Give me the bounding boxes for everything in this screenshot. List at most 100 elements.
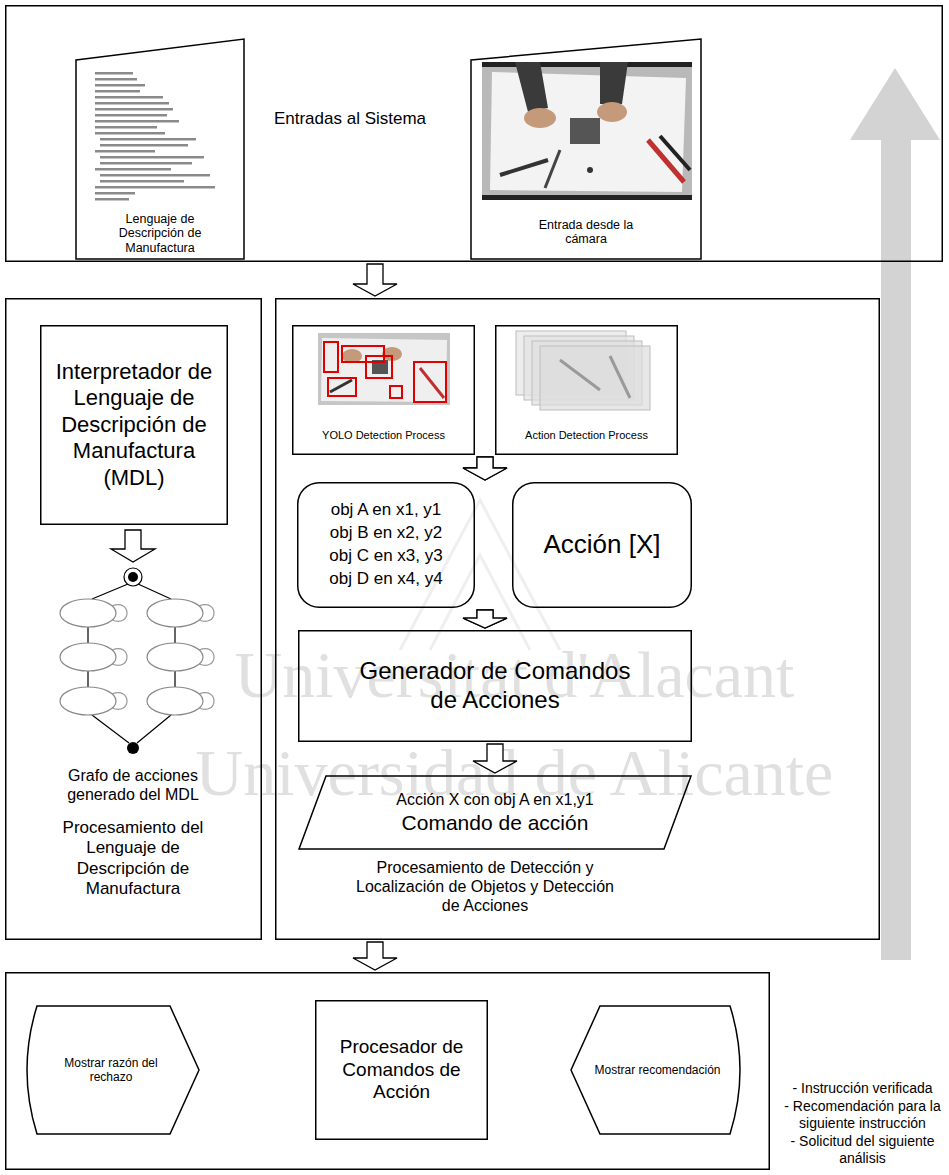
text-slot: Lenguaje de Descripción de Manufactura — [97, 212, 223, 255]
node-text: Procesamiento de Detección y Localizació… — [350, 858, 620, 916]
action-process-box: Action Detection Process — [495, 325, 678, 455]
camera-photo-part — [482, 62, 692, 67]
outline-path — [571, 1006, 740, 1134]
node-text: Entrada desde la cámara — [526, 218, 646, 247]
text-slot: Action Detection Process — [495, 429, 678, 442]
yolo-image-part-part — [366, 356, 392, 378]
note-slot: - Solicitud del siguiente análisis — [780, 1133, 945, 1167]
block-arrow — [463, 610, 507, 628]
yolo-image-part-part — [390, 386, 402, 398]
node-text: Interpretador de Lenguaje de Descripción… — [50, 359, 218, 491]
action-graph-part-part — [60, 643, 116, 671]
mdl-input-frame: Lenguaje de Descripción de Manufactura — [75, 38, 245, 260]
camera-photo-part — [648, 140, 684, 182]
mdl-code-image-part — [100, 174, 210, 177]
text-stack: obj A en x1, y1obj B en x2, y2obj C en x… — [305, 482, 467, 608]
mdl-code-image-part — [95, 90, 140, 93]
node-text: Entradas al Sistema — [255, 109, 445, 129]
object-list-box: obj A en x1, y1obj B en x2, y2obj C en x… — [297, 482, 475, 608]
node-text: obj D en x4, y4 — [329, 568, 442, 591]
yolo-image-part — [321, 338, 447, 402]
yolo-image-part-part — [324, 342, 338, 372]
feedback-arrow-part — [850, 68, 940, 960]
yolo-image-part-part — [414, 362, 446, 402]
node-text: Lenguaje de Descripción de Manufactura — [97, 212, 223, 255]
node-text: obj B en x2, y2 — [330, 522, 442, 545]
text-stack: Interpretador de Lenguaje de Descripción… — [50, 325, 218, 525]
action-graph-part-part — [60, 599, 116, 627]
yolo-image-part — [342, 349, 362, 363]
camera-photo-part — [587, 167, 593, 173]
action-frames-image-part — [560, 356, 630, 398]
camera-photo-part — [500, 160, 548, 175]
command-generator-box: Generador de Comandos de Acciones — [298, 630, 692, 742]
action-graph-part — [124, 568, 142, 586]
mdl-code-image-part — [95, 108, 173, 111]
command-processing-panel: Mostrar razón del rechazo Procesador de C… — [5, 972, 770, 1170]
yolo-image-part — [330, 380, 352, 392]
mdl-code-image-part — [95, 192, 135, 195]
yolo-image-part — [420, 368, 444, 398]
mdl-code-image-part — [100, 138, 196, 141]
camera-photo-part — [597, 102, 627, 122]
action-graph-part — [128, 572, 138, 582]
side-note: - Instrucción verificada — [780, 1080, 945, 1097]
camera-photo-part — [482, 62, 692, 200]
action-graph-part-part — [112, 693, 127, 710]
outline-path — [27, 1006, 199, 1134]
outline-path — [76, 39, 244, 259]
yolo-process-box: YOLO Detection Process — [292, 325, 475, 455]
action-graph-part-part — [147, 599, 203, 627]
block-arrow — [463, 457, 507, 480]
node-text: Mostrar razón del rechazo — [61, 1056, 161, 1085]
mdl-code-image-part — [95, 102, 169, 105]
action-box: Acción [X] — [512, 482, 692, 608]
action-graph-part-part — [199, 693, 214, 710]
detection-panel: Procesamiento de Detección y Localizació… — [275, 298, 880, 940]
node-text: Generador de Comandos de Acciones — [345, 657, 645, 715]
input-panel: Entradas al SistemaLenguaje de Descripci… — [5, 5, 943, 262]
camera-photo — [482, 62, 692, 200]
yolo-image — [318, 333, 450, 405]
text-stack: Mostrar razón del rechazo — [38, 1005, 184, 1135]
block-arrow — [463, 457, 507, 480]
mdl-code-image-part — [95, 72, 133, 75]
mdl-code-image-part — [95, 114, 167, 117]
block-arrow — [473, 744, 517, 773]
mdl-code-image — [95, 72, 215, 201]
text-slot: Entradas al Sistema — [255, 109, 445, 129]
node-text: Acción [X] — [543, 529, 660, 560]
action-graph-part-part — [147, 643, 203, 671]
action-graph-part — [127, 742, 139, 754]
action-command-shape: Acción X con obj A en x1,y1Comando de ac… — [298, 775, 692, 850]
camera-photo-part — [524, 108, 556, 128]
action-graph-part-part — [147, 687, 203, 715]
text-stack: Procesador de Comandos de Acción — [325, 1000, 478, 1140]
interpreter-arrow — [111, 530, 155, 562]
block-arrow — [353, 942, 397, 970]
text-stack: Mostrar recomendación — [582, 1005, 733, 1135]
mdl-code-image-part — [95, 96, 163, 99]
outline-path — [471, 39, 701, 259]
command-processor-box: Procesador de Comandos de Acción — [315, 1000, 488, 1140]
side-note: - Recomendación para la siguiente instru… — [780, 1098, 945, 1132]
node-text: obj A en x1, y1 — [331, 499, 442, 522]
mdl-interpreter-box: Interpretador de Lenguaje de Descripción… — [40, 325, 228, 525]
block-arrow — [463, 610, 507, 628]
note-slot: - Recomendación para la siguiente instru… — [780, 1098, 945, 1132]
action-frames-image — [516, 331, 650, 410]
text-stack: Acción [X] — [520, 482, 684, 608]
node-text: obj C en x3, y3 — [329, 545, 442, 568]
action-graph-part-part — [112, 649, 127, 666]
yolo-image-part — [318, 333, 450, 405]
action-graph-part-part — [199, 649, 214, 666]
side-note: - Solicitud del siguiente análisis — [780, 1133, 945, 1167]
action-graph-part-part — [199, 605, 214, 622]
mdl-code-image-part — [100, 156, 204, 159]
mdl-code-image-part — [95, 168, 171, 171]
mdl-code-image-part — [100, 180, 184, 183]
